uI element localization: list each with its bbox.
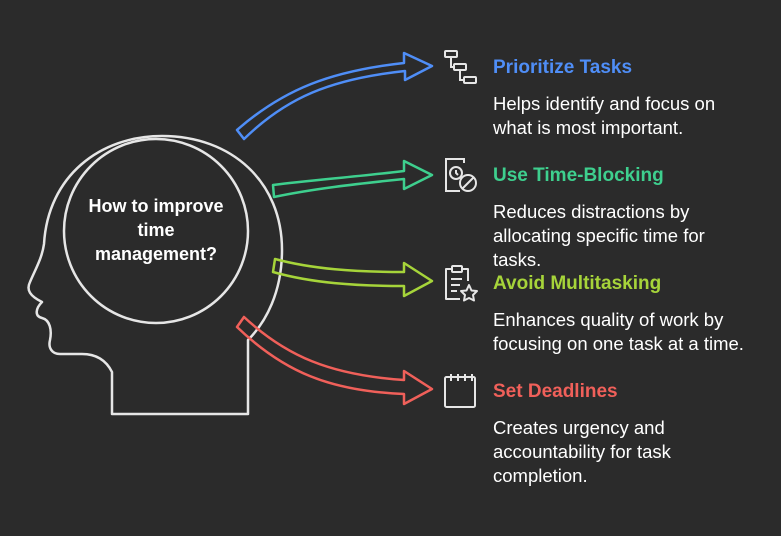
item-desc-prioritize: Helps identify and focus on what is most… [493, 93, 716, 138]
item-desc-multitasking: Enhances quality of work by focusing on … [493, 309, 744, 354]
clock-blocked-icon [445, 158, 477, 192]
center-circle [62, 137, 250, 325]
arrow-deadlines [235, 315, 434, 406]
calendar-icon [444, 374, 476, 408]
item-title-multitasking: Avoid Multitasking [493, 273, 662, 294]
center-question: How to improve time management? [88, 196, 224, 264]
arrow-time-blocking [271, 159, 434, 199]
arrow-multitasking [271, 257, 434, 298]
clipboard-star-icon [445, 265, 478, 302]
head-silhouette [27, 134, 284, 416]
item-title-prioritize: Prioritize Tasks [493, 57, 633, 78]
gantt-chart-icon [444, 50, 477, 84]
item-desc-deadlines: Creates urgency and accountability for t… [493, 417, 671, 486]
item-title-deadlines: Set Deadlines [493, 381, 618, 402]
item-desc-time-blocking: Reduces distractions by allocating speci… [493, 201, 705, 270]
arrow-prioritize [235, 51, 434, 141]
item-title-time-blocking: Use Time-Blocking [493, 165, 664, 186]
